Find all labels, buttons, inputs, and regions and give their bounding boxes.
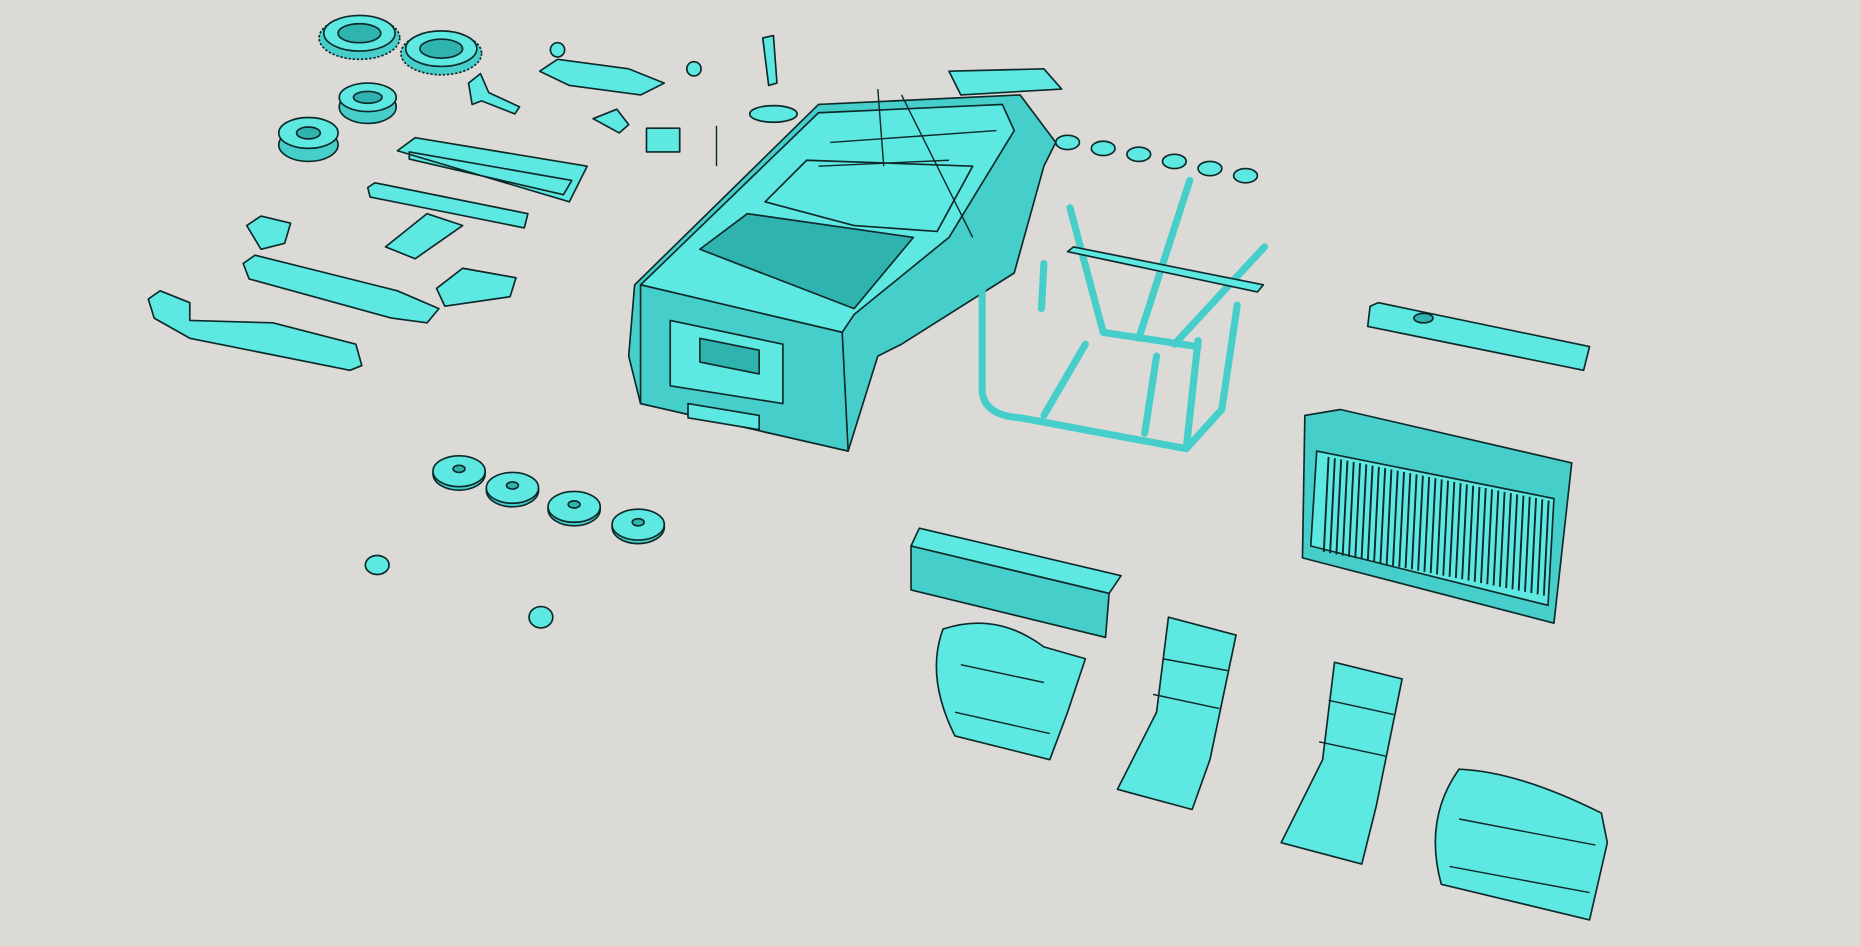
grille-slat — [1536, 499, 1544, 595]
grille-slat — [1461, 484, 1468, 580]
roll-cage[interactable] — [978, 176, 1269, 453]
disc[interactable] — [1126, 146, 1152, 163]
grille-slat — [1486, 489, 1493, 585]
floor-grille[interactable] — [1301, 408, 1573, 624]
disc-row[interactable] — [1054, 134, 1259, 184]
grille-slat — [1341, 460, 1349, 556]
windshield-frame[interactable] — [396, 136, 589, 203]
grille-slat — [1524, 496, 1531, 592]
grille-slat — [1492, 490, 1500, 586]
grille-slat — [1448, 481, 1456, 577]
grille-slat — [1530, 498, 1537, 594]
grille-slat — [1354, 463, 1361, 559]
grille-slat — [1436, 479, 1443, 575]
seat-back[interactable] — [1280, 661, 1403, 865]
grille-slat — [1392, 470, 1399, 566]
grille-slat — [1517, 495, 1525, 591]
grille-slat — [1467, 485, 1475, 581]
grille-slat — [1498, 491, 1506, 587]
tire-right[interactable] — [400, 30, 483, 76]
seat-front-right[interactable] — [1434, 768, 1609, 921]
grille-slat — [1322, 456, 1330, 552]
bumper-rear[interactable] — [147, 289, 363, 372]
toolbox[interactable] — [910, 527, 1122, 639]
grille-slat — [1410, 474, 1418, 570]
grille-slat — [1329, 458, 1336, 554]
grille-slat — [1511, 494, 1519, 590]
disc[interactable] — [1090, 140, 1116, 157]
disc[interactable] — [1232, 167, 1259, 184]
grille-slat — [1423, 476, 1431, 572]
grille-slat — [1366, 465, 1374, 561]
wheel-rim[interactable] — [277, 116, 339, 163]
grille-slat — [1348, 461, 1355, 557]
grille-slat — [1417, 475, 1424, 571]
tire-left[interactable] — [318, 14, 401, 61]
grille-slat — [1505, 493, 1512, 589]
grille-slat — [1480, 488, 1487, 584]
grille-slat — [1385, 469, 1393, 565]
grille-slat — [1335, 459, 1343, 555]
grille-slat — [1442, 480, 1449, 576]
grille-slat — [1360, 464, 1368, 560]
seat-front-left[interactable] — [935, 622, 1087, 761]
grille-slat — [1404, 473, 1412, 569]
dashboard-panel[interactable] — [1366, 301, 1591, 372]
grille-slat — [1373, 466, 1380, 562]
vehicle-body[interactable] — [627, 68, 1063, 452]
grille-slat — [1429, 478, 1437, 574]
bumper-front[interactable] — [242, 254, 440, 324]
grille-slat — [1542, 500, 1550, 596]
ring[interactable] — [528, 605, 554, 629]
grille-slat — [1379, 468, 1387, 564]
grille-slat — [1398, 471, 1405, 567]
side-plate[interactable] — [435, 267, 517, 308]
disc[interactable] — [1161, 153, 1188, 170]
grille-slat — [1454, 483, 1462, 579]
axle[interactable] — [366, 181, 529, 260]
disc[interactable] — [1054, 134, 1081, 151]
wheel-rim[interactable] — [338, 82, 398, 125]
gear-lever[interactable] — [748, 34, 798, 124]
hubcap-group[interactable] — [432, 454, 666, 545]
hubcap-center — [452, 464, 466, 474]
bracket[interactable] — [467, 41, 718, 167]
ring[interactable] — [364, 554, 390, 576]
hubcap-center — [631, 517, 645, 527]
grille-slat — [1473, 486, 1481, 582]
hubcap-center — [505, 481, 520, 490]
seat-back[interactable] — [1116, 616, 1237, 811]
disc[interactable] — [1197, 160, 1223, 177]
hubcap-center — [567, 500, 581, 509]
side-plate[interactable] — [245, 215, 292, 251]
